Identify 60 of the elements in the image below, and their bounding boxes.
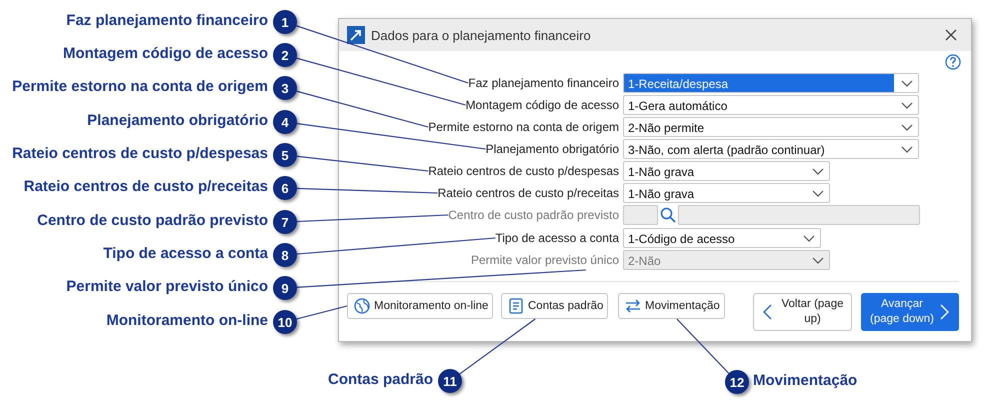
callout-title: Monitoramento on-line [106, 312, 268, 329]
callout-title: Movimentação [753, 372, 858, 389]
leader-line [676, 318, 730, 374]
leader-line [296, 123, 486, 150]
callout-number: 4 [273, 110, 297, 134]
callout-title: Rateio centros de custo p/receitas [24, 178, 268, 195]
callout-number: 6 [273, 176, 297, 200]
field-label: Tipo de acesso a conta [495, 231, 619, 245]
callout-title: Permite valor previsto único [66, 278, 268, 295]
dropdown-field: 1-Não grava [623, 183, 830, 203]
toolbar-button: Monitoramento on-line [347, 293, 493, 319]
callout-number: 2 [273, 43, 297, 67]
leader-line [296, 214, 448, 222]
leader-line [296, 25, 468, 84]
next-button: Avançar (page down) [861, 293, 959, 331]
callout-title: Rateio centros de custo p/despesas [12, 145, 268, 162]
callout-number: 5 [273, 143, 297, 167]
callout-number: 10 [273, 310, 297, 334]
callout-number: 9 [273, 276, 297, 300]
leader-line [296, 269, 586, 288]
callout-number: 1 [273, 10, 297, 34]
callout-number: 12 [725, 370, 749, 394]
field-label: Faz planejamento financeiro [468, 76, 619, 90]
field-label: Centro de custo padrão previsto [448, 208, 619, 222]
leader-line [296, 237, 496, 255]
dropdown-field: 2-Não [623, 250, 830, 270]
window-title: Dados para o planejamento financeiro [371, 28, 591, 43]
callout-title: Faz planejamento financeiro [66, 12, 268, 29]
toolbar-button: Movimentação [618, 293, 725, 319]
dialog-window [338, 18, 972, 342]
callout-title: Permite estorno na conta de origem [12, 78, 268, 95]
callout-title: Centro de custo padrão previsto [37, 212, 268, 229]
leader-line [459, 318, 536, 374]
back-button: Voltar (page up) [753, 293, 852, 331]
callout-number: 3 [273, 76, 297, 100]
dropdown-field: 3-Não, com alerta (padrão continuar) [623, 139, 919, 159]
dropdown-field: 1-Gera automático [623, 95, 919, 115]
field-label: Permite estorno na conta de origem [428, 120, 619, 134]
field-label: Rateio centros de custo p/receitas [438, 186, 619, 200]
dropdown-field: 1-Não grava [623, 161, 830, 181]
toolbar-button: Contas padrão [501, 293, 608, 319]
callout-number: 11 [438, 369, 462, 393]
dropdown-field: 1-Receita/despesa [623, 73, 919, 93]
leader-line [296, 58, 466, 106]
callout-title: Contas padrão [328, 371, 433, 388]
callout-title: Planejamento obrigatório [87, 112, 268, 129]
field-label: Rateio centros de custo p/despesas [428, 164, 619, 178]
leader-line [296, 90, 428, 128]
field-label: Planejamento obrigatório [486, 142, 619, 156]
field-label: Montagem código de acesso [466, 98, 619, 112]
dropdown-field: 1-Código de acesso [623, 228, 821, 248]
callout-number: 8 [273, 243, 297, 267]
field-label: Permite valor previsto único [470, 253, 619, 267]
callout-title: Montagem código de acesso [62, 45, 268, 62]
leader-line [296, 188, 438, 194]
dropdown-field: 2-Não permite [623, 117, 919, 137]
leader-line [296, 156, 428, 172]
callout-number: 7 [273, 210, 297, 234]
callout-title: Tipo de acesso a conta [103, 245, 268, 262]
leader-line [296, 305, 348, 320]
